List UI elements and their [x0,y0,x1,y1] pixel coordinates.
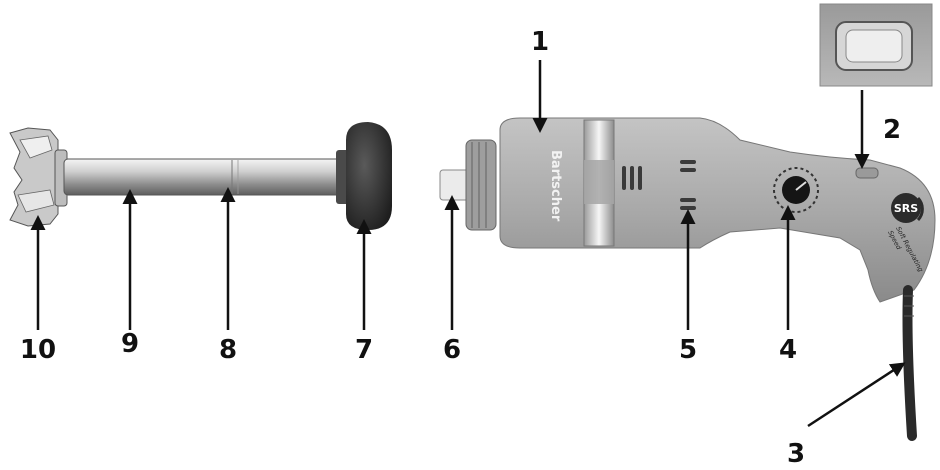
callout-arrows [30,60,906,428]
label-2: 2 [883,115,901,145]
threaded-neck [465,139,497,231]
callout-labels: 1 2 3 4 5 6 7 8 9 10 [20,27,901,469]
shaft-tube [63,158,343,196]
speed-knob [773,167,819,213]
motor-unit: Bartscher SRS Soft Regulating Speed [439,117,936,441]
label-6: 6 [443,335,461,365]
power-cable [902,285,917,441]
label-8: 8 [219,335,237,365]
label-5: 5 [679,335,697,365]
label-4: 4 [779,335,797,365]
motor-housing [499,117,936,303]
srs-logo: SRS [891,193,924,223]
vent-slots-front [622,166,642,190]
label-7: 7 [355,335,373,365]
blending-shaft [9,122,392,230]
label-1: 1 [531,27,549,57]
arrow-3 [807,362,906,428]
label-9: 9 [121,329,139,359]
brand-logo: Bartscher [548,150,563,222]
svg-text:SRS: SRS [894,202,918,215]
coupling-cap [336,122,392,230]
switch-detail-inset [819,3,933,87]
label-3: 3 [787,439,805,469]
label-10: 10 [20,335,56,365]
switch-button [855,167,879,179]
blade-head [9,127,68,227]
